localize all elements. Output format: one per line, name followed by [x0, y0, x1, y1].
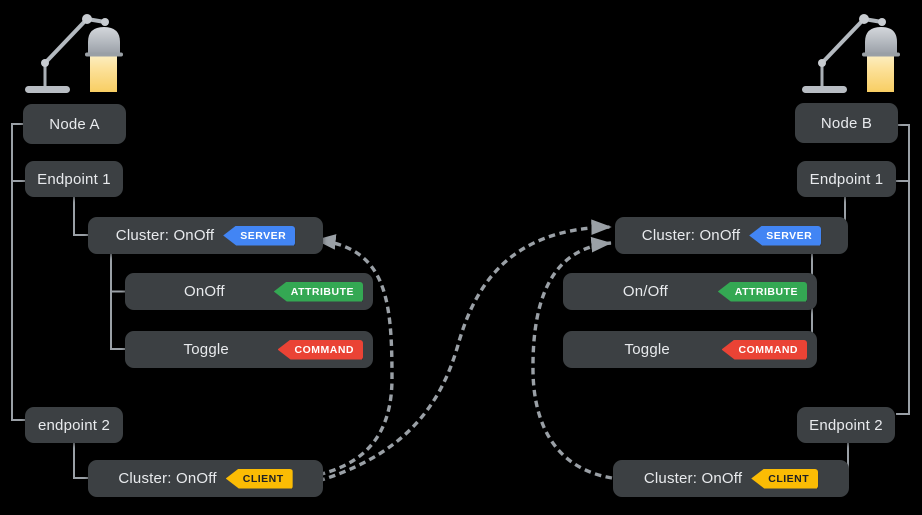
cluster-onoff-label: Cluster: OnOff: [115, 227, 215, 244]
endpoint-2-label: endpoint 2: [37, 416, 111, 434]
binding-arrow-clientA-serverA: [307, 234, 394, 479]
node-b-cluster-server-box: Cluster: OnOff SERVER: [615, 217, 848, 254]
node-b-label: Node B: [820, 114, 873, 132]
cluster-onoff-label: Cluster: OnOff: [118, 470, 217, 487]
node-a-command-toggle-box: Toggle COMMAND: [125, 331, 373, 368]
node-a-label: Node A: [49, 115, 100, 133]
node-a-cluster-server-box: Cluster: OnOff SERVER: [88, 217, 323, 254]
node-a-box: Node A: [23, 104, 126, 144]
command-badge: COMMAND: [277, 339, 363, 360]
desk-lamp-icon: [23, 12, 125, 95]
attribute-badge: ATTRIBUTE: [717, 281, 807, 302]
server-badge: SERVER: [223, 225, 296, 246]
node-a-endpoint-1-box: Endpoint 1: [25, 161, 123, 197]
command-badge: COMMAND: [721, 339, 807, 360]
command-toggle-label: Toggle: [624, 341, 670, 358]
cluster-onoff-label: Cluster: OnOff: [643, 470, 743, 487]
node-a-endpoint-2-box: endpoint 2: [25, 407, 123, 443]
desk-lamp-icon: [800, 12, 902, 95]
endpoint-2-label: Endpoint 2: [809, 416, 883, 434]
node-b-box: Node B: [795, 103, 898, 143]
node-b-cluster-client-box: Cluster: OnOff CLIENT: [613, 460, 849, 497]
node-a-attribute-onoff-box: OnOff ATTRIBUTE: [125, 273, 373, 310]
endpoint-1-label: Endpoint 1: [37, 170, 111, 188]
binding-arrow-clientB-serverB: [531, 236, 613, 480]
node-b-command-toggle-box: Toggle COMMAND: [563, 331, 817, 368]
attribute-onoff-label: On/Off: [622, 283, 668, 300]
binding-arrow-clientA-serverB: [307, 219, 612, 486]
tree-connector-left: [11, 123, 125, 479]
command-toggle-label: Toggle: [183, 341, 229, 358]
cluster-onoff-label: Cluster: OnOff: [641, 227, 741, 244]
node-b-endpoint-2-box: Endpoint 2: [797, 407, 895, 443]
node-b-endpoint-1-box: Endpoint 1: [797, 161, 896, 197]
client-badge: CLIENT: [225, 468, 293, 489]
node-b-attribute-onoff-box: On/Off ATTRIBUTE: [563, 273, 817, 310]
client-badge: CLIENT: [751, 468, 819, 489]
attribute-onoff-label: OnOff: [184, 283, 225, 300]
node-a-cluster-client-box: Cluster: OnOff CLIENT: [88, 460, 323, 497]
endpoint-1-label: Endpoint 1: [809, 170, 884, 188]
server-badge: SERVER: [749, 225, 822, 246]
attribute-badge: ATTRIBUTE: [273, 281, 363, 302]
